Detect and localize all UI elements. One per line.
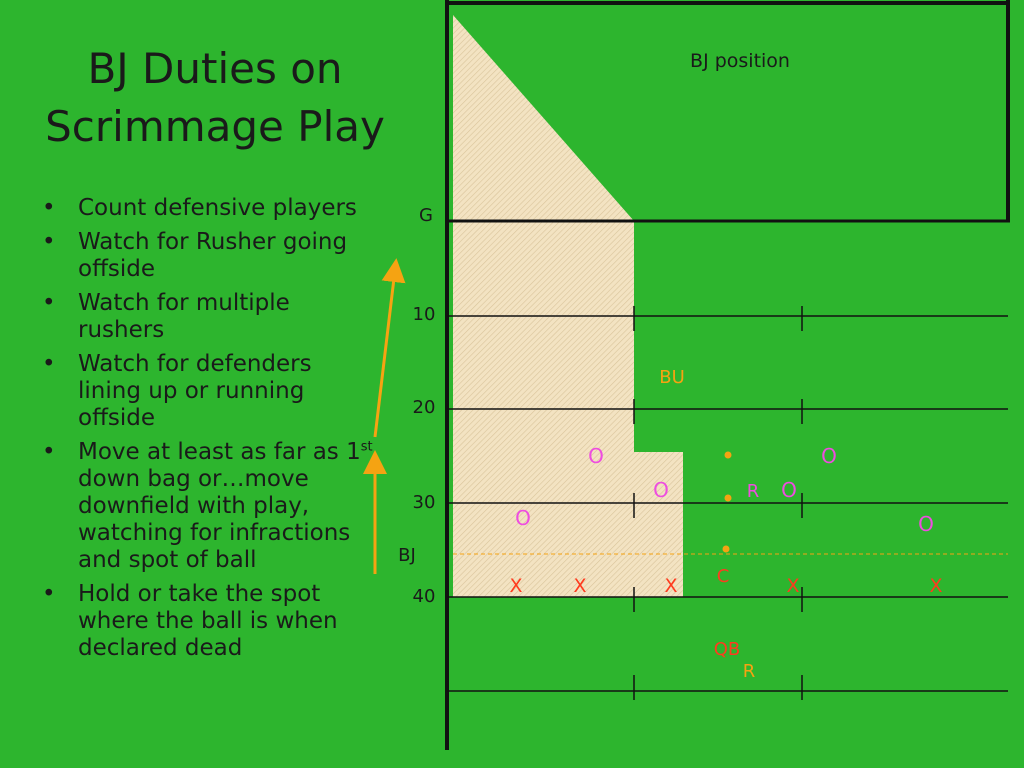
bullet-text: down bag or…move downfield with play, wa… xyxy=(78,466,351,573)
duties-bullet-list: Count defensive players Watch for Rusher… xyxy=(42,195,378,669)
bullet-item: Hold or take the spot where the ball is … xyxy=(42,581,378,662)
bullet-text: Move at least as far as 1 xyxy=(78,439,361,465)
defense-player-marker: X xyxy=(664,575,677,597)
slide-title-line2: Scrimmage Play xyxy=(45,102,385,151)
yard-label-40: 40 xyxy=(413,586,436,607)
bullet-superscript: st xyxy=(360,439,373,455)
offense-player-marker: O xyxy=(653,478,669,502)
quarterback-label: QB xyxy=(714,639,741,660)
official-dot xyxy=(724,451,732,459)
offense-player-marker: O xyxy=(781,478,797,502)
hash-marks xyxy=(633,306,803,700)
official-dot xyxy=(722,545,730,553)
offense-player-marker: O xyxy=(515,506,531,530)
defense-player-marker: X xyxy=(509,575,522,597)
bullet-item: Watch for defenders lining up or running… xyxy=(42,351,378,432)
bj-coverage-zone xyxy=(453,15,683,597)
bullet-item: Move at least as far as 1st down bag or…… xyxy=(42,439,378,574)
yard-label-30: 30 xyxy=(413,492,436,513)
bullet-item: Watch for Rusher going offside xyxy=(42,229,378,283)
offense-player-marker: O xyxy=(588,444,604,468)
slide-title: BJ Duties on Scrimmage Play xyxy=(20,40,410,156)
bullet-item: Watch for multiple rushers xyxy=(42,290,378,344)
center-label: C xyxy=(717,566,730,587)
bj-official-label: BJ xyxy=(398,545,416,566)
bullet-item: Count defensive players xyxy=(42,195,378,222)
rusher-label: R xyxy=(747,481,760,502)
yard-label-goal: G xyxy=(419,205,433,226)
offense-player-marker: O xyxy=(821,444,837,468)
yard-label-20: 20 xyxy=(413,397,436,418)
defense-player-marker: X xyxy=(929,575,942,597)
official-dot xyxy=(724,494,732,502)
yard-label-10: 10 xyxy=(413,304,436,325)
offense-player-marker: O xyxy=(918,512,934,536)
back-umpire-label: BU xyxy=(659,367,685,388)
defense-player-marker: X xyxy=(573,575,586,597)
bj-position-label: BJ position xyxy=(690,50,790,72)
slide-title-line1: BJ Duties on xyxy=(87,44,343,93)
referee-label: R xyxy=(743,661,756,682)
defense-player-marker: X xyxy=(786,575,799,597)
bj-move-arrow-long xyxy=(373,258,406,438)
